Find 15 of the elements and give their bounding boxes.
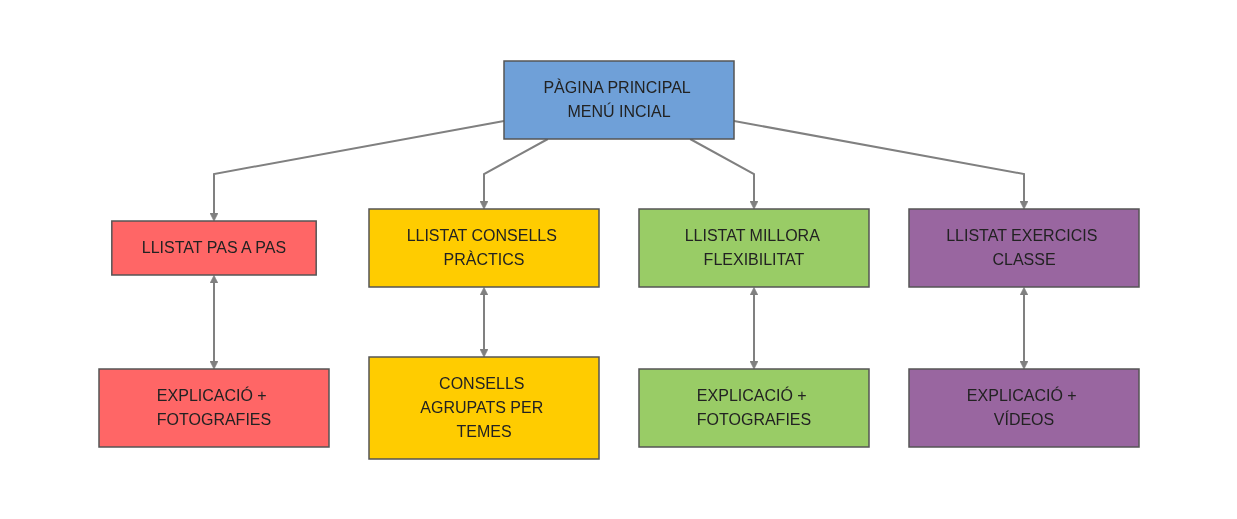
- node-box: EXPLICACIÓ + VÍDEOS: [907, 367, 1140, 448]
- arrow: [749, 286, 758, 369]
- node-box: LLISTAT EXERCICIS CLASSE: [907, 207, 1140, 288]
- node-box: LLISTAT MILLORA FLEXIBILITAT: [637, 207, 870, 288]
- arrow: [479, 137, 549, 209]
- node-box: LLISTAT PAS A PAS: [110, 219, 317, 276]
- arrow: [209, 274, 218, 369]
- arrow: [1019, 286, 1028, 369]
- node-box: CONSELLS AGRUPATS PER TEMES: [367, 355, 600, 460]
- arrow: [479, 286, 488, 357]
- node-box: PÀGINA PRINCIPAL MENÚ INCIAL: [502, 59, 735, 140]
- arrow: [688, 137, 758, 209]
- node-box: EXPLICACIÓ + FOTOGRAFIES: [97, 367, 330, 448]
- node-box: EXPLICACIÓ + FOTOGRAFIES: [637, 367, 870, 448]
- node-box: LLISTAT CONSELLS PRÀCTICS: [367, 207, 600, 288]
